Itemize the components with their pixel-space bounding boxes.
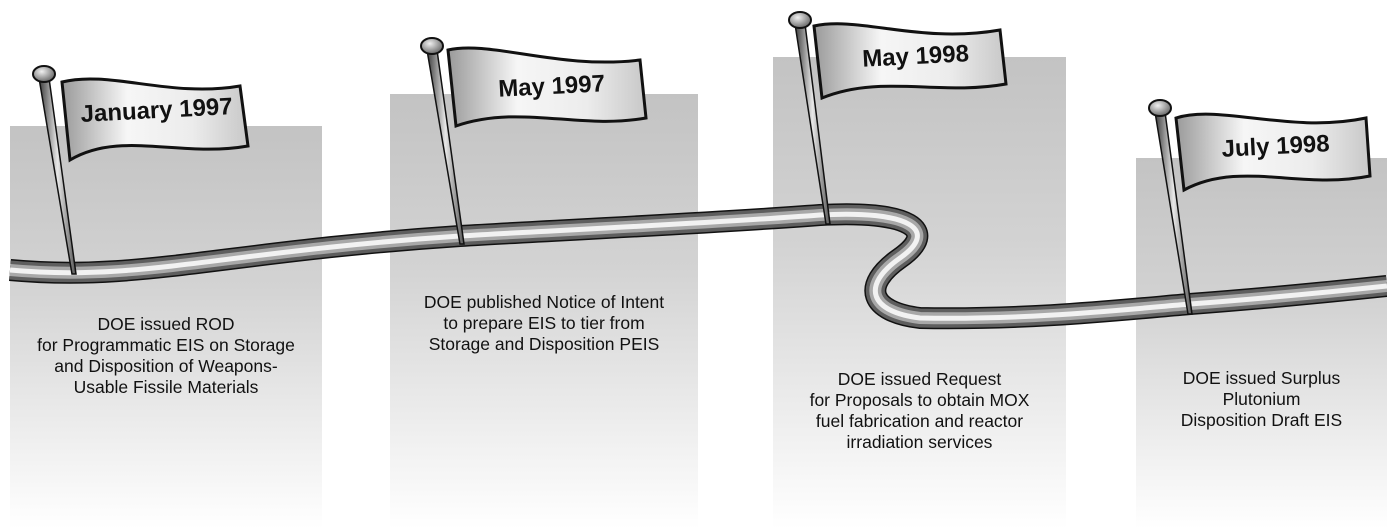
- milestone-panel-may-1997: [390, 94, 698, 529]
- description-line: Usable Fissile Materials: [73, 377, 259, 397]
- flag-banner: [812, 22, 1008, 101]
- flag-date-label: May 1997: [498, 70, 606, 103]
- flag-date-label: July 1998: [1221, 130, 1330, 163]
- flag-may-1998: May 1998: [788, 11, 1008, 225]
- timeline-road: [8, 203, 1387, 330]
- milestone-description: DOE issued Surplus Plutonium Disposition…: [1136, 368, 1387, 431]
- description-line: DOE issued Request: [837, 369, 1002, 389]
- milestone-description: DOE issued ROD for Programmatic EIS on S…: [10, 314, 322, 398]
- description-line: Plutonium: [1222, 389, 1301, 409]
- flag-pin-head: [32, 65, 56, 83]
- description-line: Disposition Draft EIS: [1180, 410, 1343, 430]
- description-line: DOE issued ROD: [97, 314, 235, 334]
- flag-pin-head: [1148, 99, 1172, 117]
- description-line: for Proposals to obtain MOX: [809, 390, 1030, 410]
- description-line: for Programmatic EIS on Storage: [37, 335, 295, 355]
- flag-jul-1998: July 1998: [1148, 99, 1372, 315]
- description-line: fuel fabrication and reactor: [815, 411, 1024, 431]
- description-line: Storage and Disposition PEIS: [428, 334, 660, 354]
- milestone-description: DOE issued Request for Proposals to obta…: [773, 369, 1066, 453]
- milestone-description: DOE published Notice of Intent to prepar…: [390, 292, 698, 355]
- description-line: irradiation services: [846, 432, 993, 452]
- description-line: to prepare EIS to tier from: [443, 313, 645, 333]
- flag-may-1997: May 1997: [420, 37, 648, 245]
- milestone-panel-may-1998: [773, 57, 1066, 529]
- flag-pin-head: [420, 37, 444, 55]
- flag-banner: [60, 77, 250, 163]
- flag-pin-head: [788, 11, 812, 29]
- flag-jan-1997: January 1997: [32, 65, 250, 275]
- description-line: DOE issued Surplus: [1182, 368, 1341, 388]
- description-line: DOE published Notice of Intent: [423, 292, 665, 312]
- flag-banner: [1174, 112, 1372, 193]
- flag-banner: [446, 46, 648, 129]
- flag-date-label: May 1998: [862, 40, 970, 73]
- description-line: and Disposition of Weapons-: [54, 356, 278, 376]
